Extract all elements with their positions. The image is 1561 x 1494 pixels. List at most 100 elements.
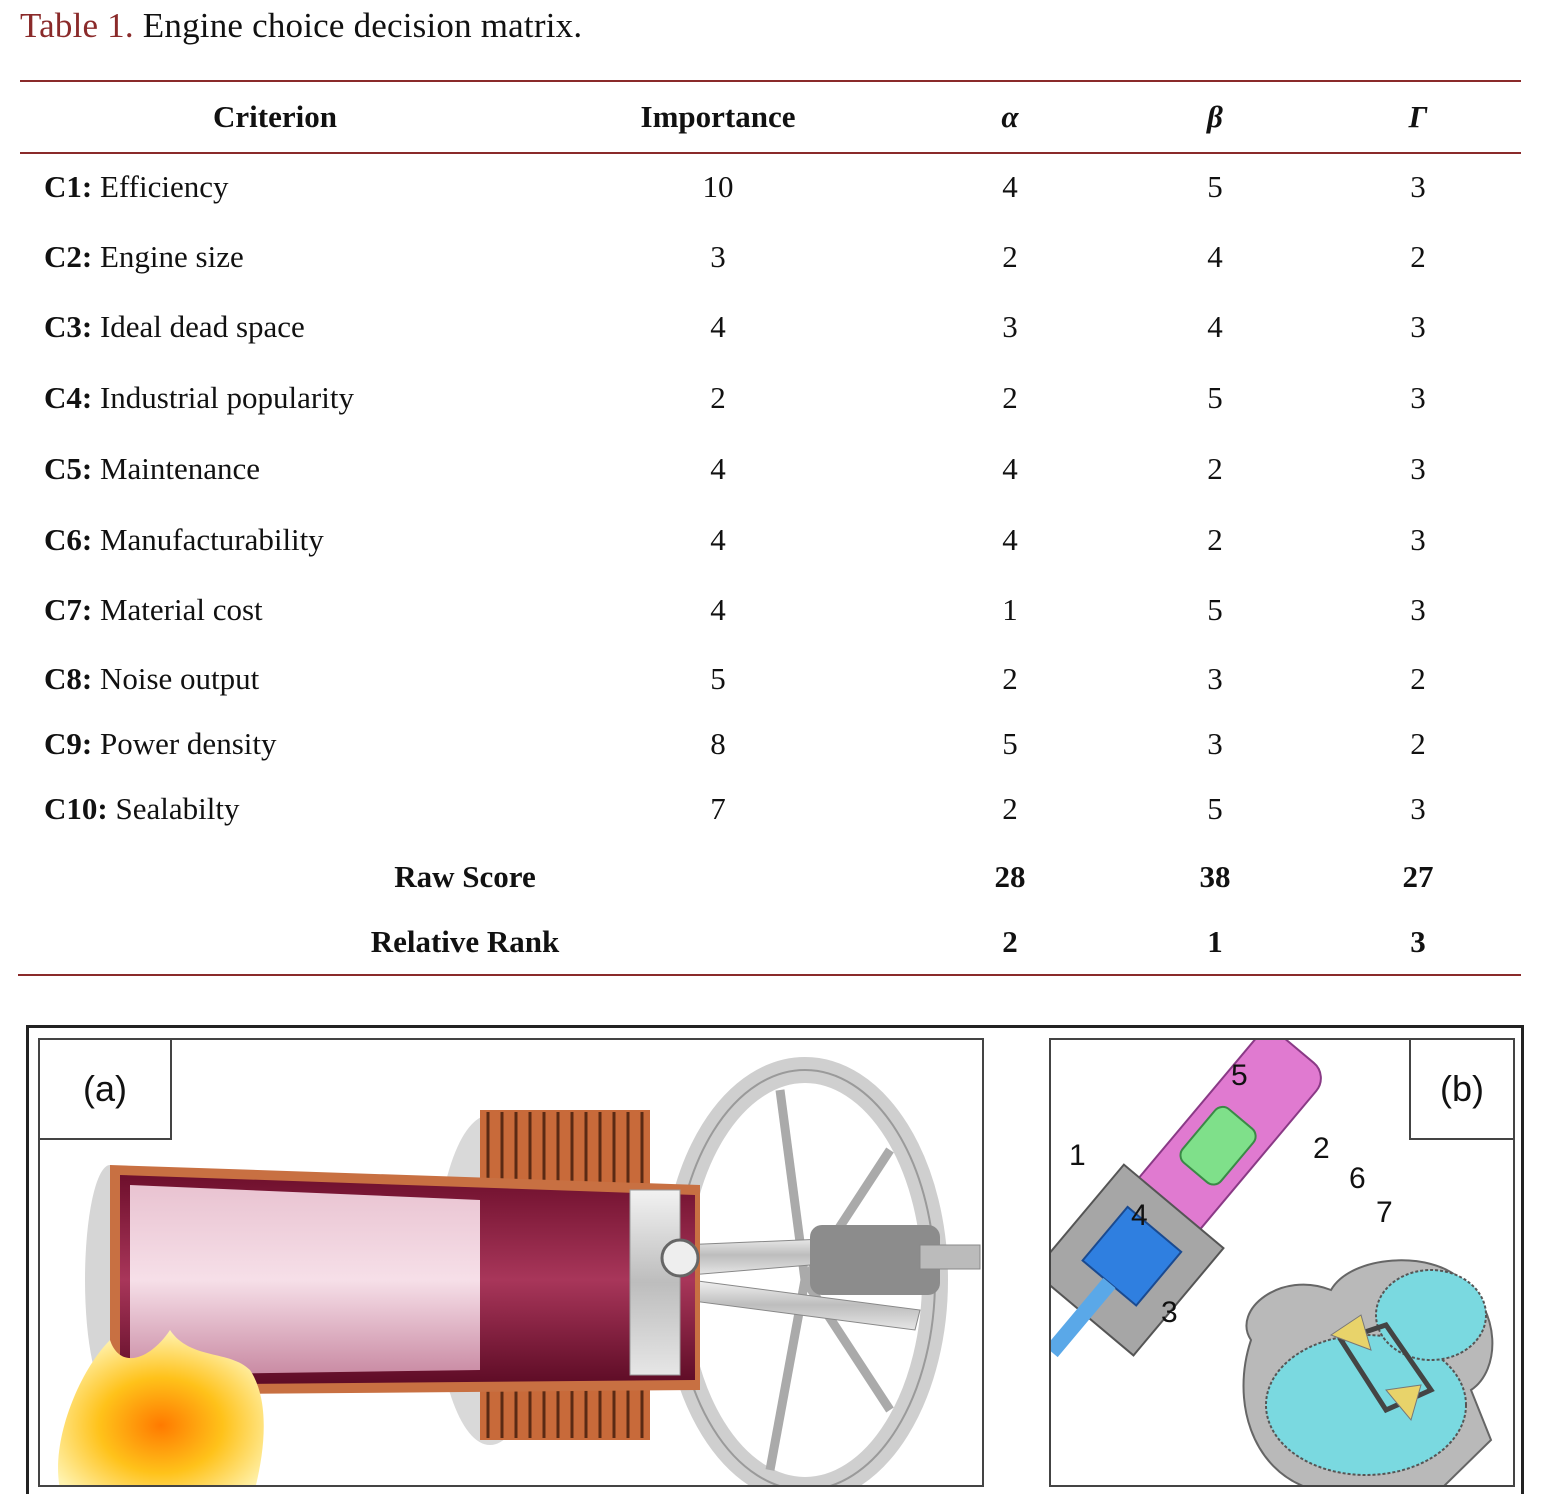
alpha-score-cell: 2 [1002,380,1018,415]
criterion-code: C3: [44,309,93,344]
criterion-code: C5: [44,451,93,486]
beta-score-cell: 5 [1207,791,1223,826]
panel-b-label: (b) [1409,1040,1513,1140]
criterion-name: Sealabilty [115,791,240,826]
criterion-code: C1: [44,169,93,204]
criterion-name: Industrial popularity [99,380,354,415]
criterion-code: C8: [44,661,93,696]
part-number-6: 6 [1349,1162,1366,1195]
importance-cell: 4 [710,309,726,344]
alpha-engine-illustration [58,1057,981,1485]
importance-cell: 5 [710,661,726,696]
gamma-score-cell: 2 [1410,726,1426,761]
relative-rank-gamma: 3 [1410,924,1426,959]
importance-cell: 4 [710,592,726,627]
alpha-score-cell: 2 [1002,791,1018,826]
table-row: C5: Maintenance 4 4 2 3 [20,439,1521,499]
gamma-score-cell: 3 [1410,522,1426,557]
criterion-cell: C4: Industrial popularity [44,368,354,428]
raw-score-label: Raw Score [394,859,536,894]
gamma-score-cell: 3 [1410,380,1426,415]
table-caption: Table 1. Engine choice decision matrix. [20,6,582,46]
criterion-cell: C2: Engine size [44,227,244,287]
alpha-score-cell: 5 [1002,726,1018,761]
raw-score-alpha: 28 [994,859,1026,894]
header-importance: Importance [640,99,796,134]
criterion-name: Manufacturability [99,522,324,557]
relative-rank-label: Relative Rank [370,924,560,959]
criterion-cell: C9: Power density [44,714,276,774]
beta-score-cell: 4 [1207,239,1223,274]
table-label: Table 1. [20,6,134,45]
criterion-name: Ideal dead space [99,309,305,344]
importance-cell: 2 [710,380,726,415]
criterion-cell: C8: Noise output [44,649,259,709]
criterion-code: C7: [44,592,93,627]
beta-score-cell: 5 [1207,592,1223,627]
criterion-cell: C10: Sealabilty [44,779,239,839]
gamma-score-cell: 3 [1410,791,1426,826]
criterion-code: C6: [44,522,93,557]
top-rule [20,80,1521,82]
beta-score-cell: 5 [1207,380,1223,415]
header-gamma: Γ [1408,99,1428,134]
criterion-code: C10: [44,791,108,826]
criterion-code: C9: [44,726,93,761]
alpha-score-cell: 3 [1002,309,1018,344]
criterion-name: Maintenance [99,451,261,486]
criterion-cell: C1: Efficiency [44,157,229,217]
cylinder-assembly-shape [1051,1040,1322,1358]
alpha-score-cell: 4 [1002,451,1018,486]
beta-score-cell: 3 [1207,661,1223,696]
importance-cell: 4 [710,451,726,486]
criterion-name: Efficiency [99,169,229,204]
crank-housing-shape [1242,1259,1494,1485]
importance-cell: 7 [710,791,726,826]
criterion-cell: C5: Maintenance [44,439,260,499]
gamma-score-cell: 3 [1410,451,1426,486]
alpha-score-cell: 2 [1002,239,1018,274]
flame-shape [58,1330,264,1485]
relative-rank-alpha: 2 [1002,924,1018,959]
part-number-7: 7 [1376,1196,1393,1229]
part-number-labels: 1 2 3 4 5 67 [1069,1059,1393,1329]
table-row: C10: Sealabilty 7 2 5 3 [20,779,1521,839]
table-row: C4: Industrial popularity 2 2 5 3 [20,368,1521,428]
header-beta: β [1207,99,1223,134]
criterion-code: C2: [44,239,93,274]
gamma-score-cell: 2 [1410,239,1426,274]
beta-score-cell: 2 [1207,451,1223,486]
criterion-cell: C3: Ideal dead space [44,297,305,357]
importance-cell: 3 [710,239,726,274]
part-number-1: 1 [1069,1139,1086,1172]
criterion-name: Material cost [99,592,263,627]
gamma-score-cell: 3 [1410,309,1426,344]
part-number-5: 5 [1231,1059,1248,1092]
alpha-score-cell: 4 [1002,169,1018,204]
criterion-cell: C6: Manufacturability [44,510,324,570]
importance-cell: 4 [710,522,726,557]
panel-a-label: (a) [40,1040,172,1140]
table-title: Engine choice decision matrix. [142,6,583,45]
part-number-2: 2 [1313,1132,1330,1165]
crank-mechanism-shape [679,1225,981,1331]
beta-score-cell: 2 [1207,522,1223,557]
header-rule [20,152,1521,154]
part-number-3: 3 [1161,1296,1178,1329]
importance-cell: 10 [702,169,734,204]
beta-engine-cross-section: 1 2 3 4 5 67 [1051,1040,1494,1485]
alpha-score-cell: 1 [1002,592,1018,627]
alpha-score-cell: 2 [1002,661,1018,696]
criterion-name: Power density [99,726,277,761]
criterion-code: C4: [44,380,93,415]
header-row: Criterion Importance α β Γ [20,87,1521,147]
header-alpha: α [1001,99,1019,134]
part-number-4: 4 [1131,1199,1148,1232]
criterion-name: Engine size [99,239,244,274]
